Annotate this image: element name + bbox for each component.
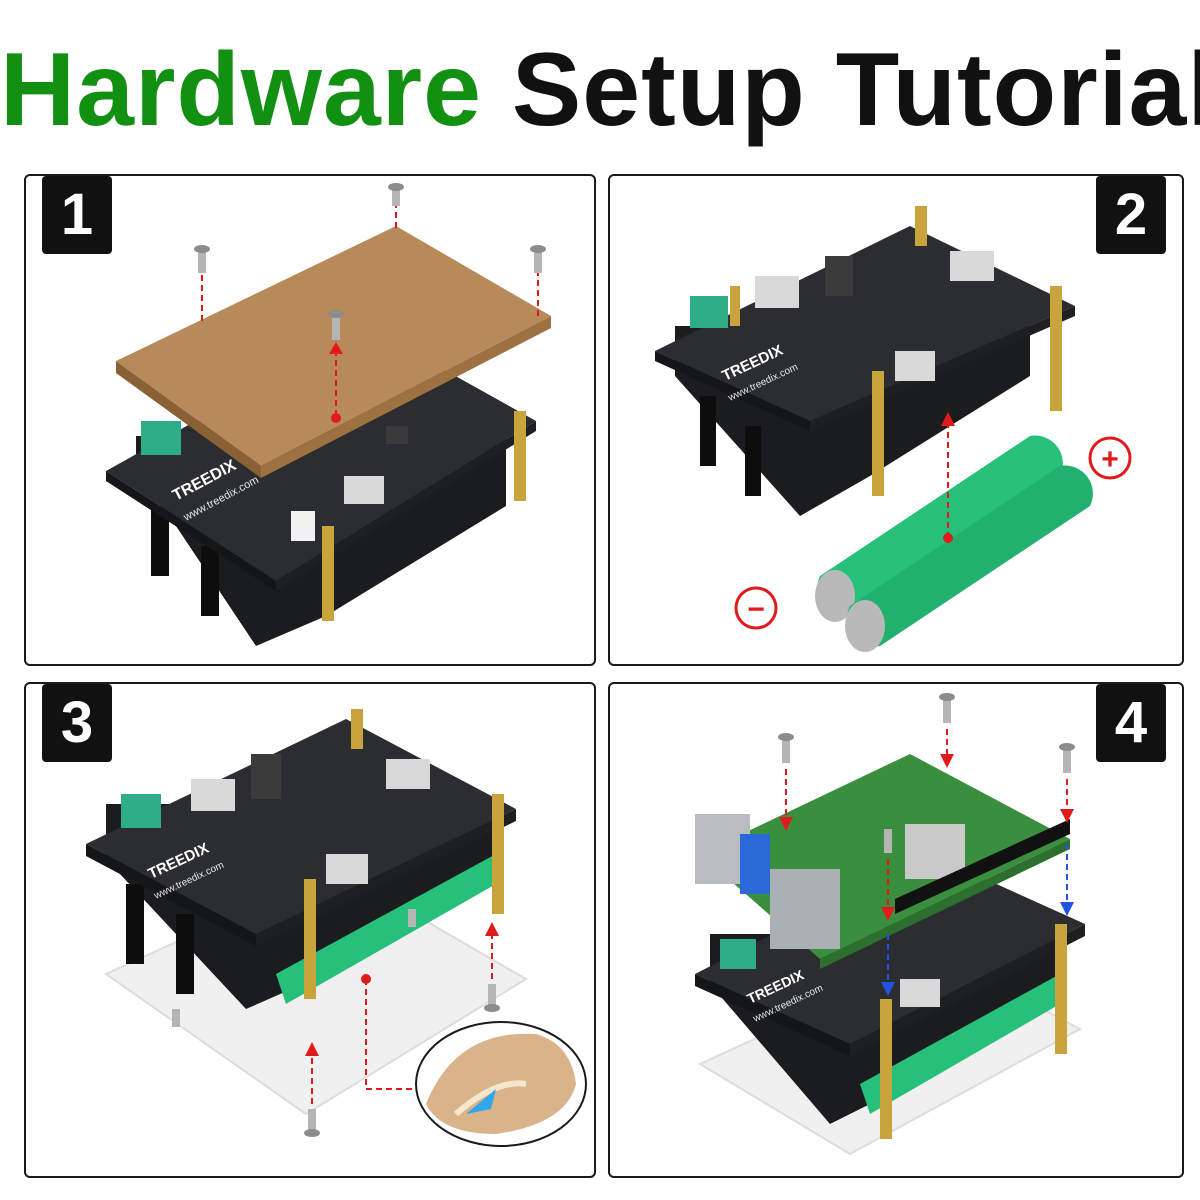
screw-arrow-group	[778, 693, 1075, 996]
step-2-badge: 2	[1096, 176, 1166, 254]
step-3-illustration: TREEDIX www.treedix.com	[86, 709, 587, 1147]
usb-port	[950, 251, 994, 281]
screw	[392, 188, 400, 206]
usb-port	[755, 276, 799, 308]
screw	[782, 739, 790, 763]
title-word-setup-tutorial: Setup Tutorial	[511, 32, 1200, 148]
usb-port	[895, 351, 935, 381]
brass-standoff	[304, 879, 316, 999]
terminal-block	[720, 939, 756, 969]
screw-arrow-group	[172, 909, 500, 1137]
step-4-badge: 4	[1096, 684, 1166, 762]
brass-standoff	[730, 286, 740, 326]
screw	[488, 984, 496, 1006]
usb-port	[344, 476, 384, 504]
film-peel-detail-callout	[415, 1021, 587, 1147]
usb-port	[386, 759, 430, 789]
brass-standoff	[880, 999, 892, 1139]
switch	[251, 754, 281, 799]
step-2-illustration: TREEDIX www.treedix.com + −	[655, 206, 1132, 652]
page-title: Hardware Setup Tutorial	[0, 30, 1200, 150]
svg-text:+: +	[1101, 443, 1119, 476]
screw	[884, 829, 892, 853]
brass-standoff	[514, 411, 526, 501]
step-1-illustration: TREEDIX www.treedix.com	[106, 183, 551, 646]
screw	[308, 1109, 316, 1131]
step-3-badge: 3	[42, 684, 112, 762]
screw	[534, 251, 542, 273]
screw	[408, 909, 416, 927]
screw	[172, 1009, 180, 1027]
connector	[291, 511, 315, 541]
batteries-18650	[815, 435, 1093, 652]
soc-chip	[905, 824, 965, 879]
battery	[847, 465, 1093, 647]
terminal-block	[121, 794, 161, 828]
brass-standoff	[351, 709, 363, 749]
svg-text:−: −	[747, 593, 765, 626]
terminal-block	[141, 421, 181, 455]
usb-port	[191, 779, 235, 811]
switch	[825, 256, 853, 296]
terminal-block	[690, 296, 728, 328]
ethernet-port	[770, 869, 840, 949]
brass-standoff	[322, 526, 334, 621]
step-1-badge: 1	[42, 176, 112, 254]
title-word-hardware: Hardware	[0, 32, 482, 148]
peel-arrow-icon	[466, 1089, 496, 1114]
screw	[198, 251, 206, 273]
brass-standoff	[872, 371, 884, 496]
usb-port	[326, 854, 368, 884]
plus-polarity-icon: +	[1088, 436, 1132, 480]
brass-standoff	[492, 794, 504, 914]
screw	[943, 699, 951, 723]
brass-standoff	[915, 206, 927, 246]
acrylic-plate	[116, 226, 551, 466]
usb3-port	[740, 834, 770, 894]
minus-polarity-icon: −	[734, 586, 778, 630]
screw-arrow-group	[194, 183, 546, 423]
gpio-header	[895, 819, 1070, 914]
step-4-panel: 4 TREEDIX www.treedix.com	[608, 682, 1184, 1178]
usb-port	[900, 979, 940, 1007]
brass-standoff	[1055, 924, 1067, 1054]
step-4-illustration: TREEDIX www.treedix.com	[695, 693, 1085, 1156]
step-2-panel: 2 TREEDIX www.treedix.com	[608, 174, 1184, 666]
step-3-panel: 3 TREEDIX www.treedix.com	[24, 682, 596, 1178]
pcb-board	[695, 854, 1085, 1044]
screw	[332, 316, 340, 340]
screw	[1063, 749, 1071, 773]
brass-standoff	[1050, 286, 1062, 411]
battery	[817, 435, 1063, 617]
step-1-panel: 1 TREEDIX www.treedix.com	[24, 174, 596, 666]
